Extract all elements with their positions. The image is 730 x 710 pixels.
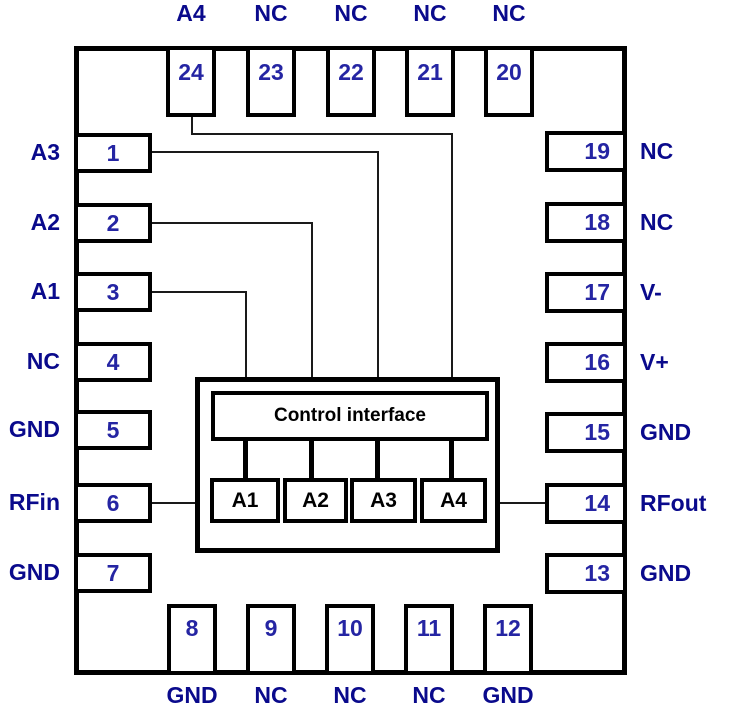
pin-2-number: 2 bbox=[106, 209, 120, 236]
chip-package-outline bbox=[74, 46, 627, 675]
pin-10-label: NC bbox=[333, 682, 367, 708]
pin-6: 6 bbox=[74, 483, 152, 523]
pin-9: 9 bbox=[246, 604, 296, 675]
pin-24-label: A4 bbox=[176, 0, 206, 26]
pin-5-label: GND bbox=[8, 416, 60, 442]
pin-8: 8 bbox=[167, 604, 217, 675]
switch-box-a4: A4 bbox=[420, 478, 487, 523]
pin-22-number: 22 bbox=[338, 59, 364, 85]
pin-2: 2 bbox=[74, 203, 152, 243]
pin-21: 21 bbox=[405, 46, 455, 117]
route-rfin-line bbox=[152, 502, 197, 504]
stub-control-to-a2 bbox=[309, 441, 314, 478]
pin-1: 1 bbox=[74, 133, 152, 173]
pin-23-label: NC bbox=[254, 0, 288, 26]
pin-11: 11 bbox=[404, 604, 454, 675]
pin-14: 14 bbox=[545, 483, 627, 524]
pin-19: 19 bbox=[545, 131, 627, 172]
pin-1-number: 1 bbox=[106, 139, 120, 166]
pin-10: 10 bbox=[325, 604, 375, 675]
pin-16-label: V+ bbox=[640, 349, 669, 375]
pin-17-label: V- bbox=[640, 279, 662, 305]
switch-a4-label: A4 bbox=[440, 488, 467, 512]
pin-8-number: 8 bbox=[185, 615, 199, 641]
pin-18: 18 bbox=[545, 202, 627, 243]
pin-7-number: 7 bbox=[106, 559, 120, 586]
pin-13-number: 13 bbox=[584, 560, 610, 586]
pin-22: 22 bbox=[326, 46, 376, 117]
pin-9-number: 9 bbox=[264, 615, 278, 641]
pin-12-label: GND bbox=[482, 682, 534, 708]
pin-4: 4 bbox=[74, 342, 152, 382]
route-pin3-a1-horizontal bbox=[152, 291, 247, 293]
pin-13-label: GND bbox=[640, 560, 692, 586]
route-pin24-a4-vertical bbox=[451, 133, 453, 379]
pin-6-label: RFin bbox=[8, 489, 60, 515]
pin-2-label: A2 bbox=[30, 209, 60, 235]
pin-20-number: 20 bbox=[496, 59, 522, 85]
route-pin3-a1-vertical bbox=[245, 291, 247, 379]
pin-19-number: 19 bbox=[584, 138, 610, 164]
pin-6-number: 6 bbox=[106, 489, 120, 516]
route-rfout-line bbox=[498, 502, 545, 504]
pin-24: 24 bbox=[166, 46, 216, 117]
route-pin2-a2-vertical bbox=[311, 222, 313, 379]
pin-21-label: NC bbox=[413, 0, 447, 26]
switch-a1-label: A1 bbox=[231, 488, 259, 512]
pin-18-label: NC bbox=[640, 209, 674, 235]
pin-23: 23 bbox=[246, 46, 296, 117]
pin-10-number: 10 bbox=[337, 615, 363, 641]
pin-19-label: NC bbox=[640, 138, 674, 164]
pin-5: 5 bbox=[74, 410, 152, 450]
pin-3-number: 3 bbox=[106, 278, 120, 305]
pin-12: 12 bbox=[483, 604, 533, 675]
pin-7: 7 bbox=[74, 553, 152, 593]
pin-11-label: NC bbox=[412, 682, 446, 708]
pin-24-number: 24 bbox=[178, 59, 204, 85]
pin-9-label: NC bbox=[254, 682, 288, 708]
switch-a2-label: A2 bbox=[302, 488, 329, 512]
pin-1-label: A3 bbox=[30, 139, 60, 165]
route-pin24-a4-stub bbox=[191, 117, 193, 135]
pin-17: 17 bbox=[545, 272, 627, 313]
pin-18-number: 18 bbox=[584, 209, 610, 235]
pin-17-number: 17 bbox=[584, 279, 610, 305]
stub-control-to-a1 bbox=[243, 441, 248, 478]
switch-box-a2: A2 bbox=[283, 478, 348, 523]
stub-control-to-a4 bbox=[449, 441, 454, 478]
pin-16-number: 16 bbox=[584, 349, 610, 375]
pin-7-label: GND bbox=[8, 559, 60, 585]
pin-14-label: RFout bbox=[640, 490, 707, 516]
pin-20-label: NC bbox=[492, 0, 526, 26]
switch-box-a1: A1 bbox=[210, 478, 280, 523]
pin-23-number: 23 bbox=[258, 59, 284, 85]
control-interface-label: Control interface bbox=[273, 405, 427, 426]
pin-21-number: 21 bbox=[417, 59, 443, 85]
control-interface-box: Control interface bbox=[211, 391, 489, 441]
pin-15-number: 15 bbox=[584, 419, 610, 445]
pin-4-label: NC bbox=[26, 348, 60, 374]
route-pin1-a3-horizontal bbox=[152, 151, 379, 153]
pin-11-number: 11 bbox=[416, 615, 442, 641]
route-pin2-a2-horizontal bbox=[152, 222, 313, 224]
stub-control-to-a3 bbox=[375, 441, 380, 478]
pin-4-number: 4 bbox=[106, 348, 120, 375]
pin-13: 13 bbox=[545, 553, 627, 594]
pin-15-label: GND bbox=[640, 419, 692, 445]
pin-3-label: A1 bbox=[30, 278, 60, 304]
pin-3: 3 bbox=[74, 272, 152, 312]
pin-20: 20 bbox=[484, 46, 534, 117]
pin-15: 15 bbox=[545, 412, 627, 453]
pin-5-number: 5 bbox=[106, 416, 120, 443]
switch-a3-label: A3 bbox=[370, 488, 397, 512]
pin-22-label: NC bbox=[334, 0, 368, 26]
route-pin24-a4-horizontal bbox=[191, 133, 453, 135]
pin-12-number: 12 bbox=[495, 615, 521, 641]
pin-8-label: GND bbox=[166, 682, 218, 708]
route-pin1-a3-vertical bbox=[377, 151, 379, 379]
pin-14-number: 14 bbox=[584, 490, 610, 516]
pin-16: 16 bbox=[545, 342, 627, 383]
switch-box-a3: A3 bbox=[350, 478, 417, 523]
